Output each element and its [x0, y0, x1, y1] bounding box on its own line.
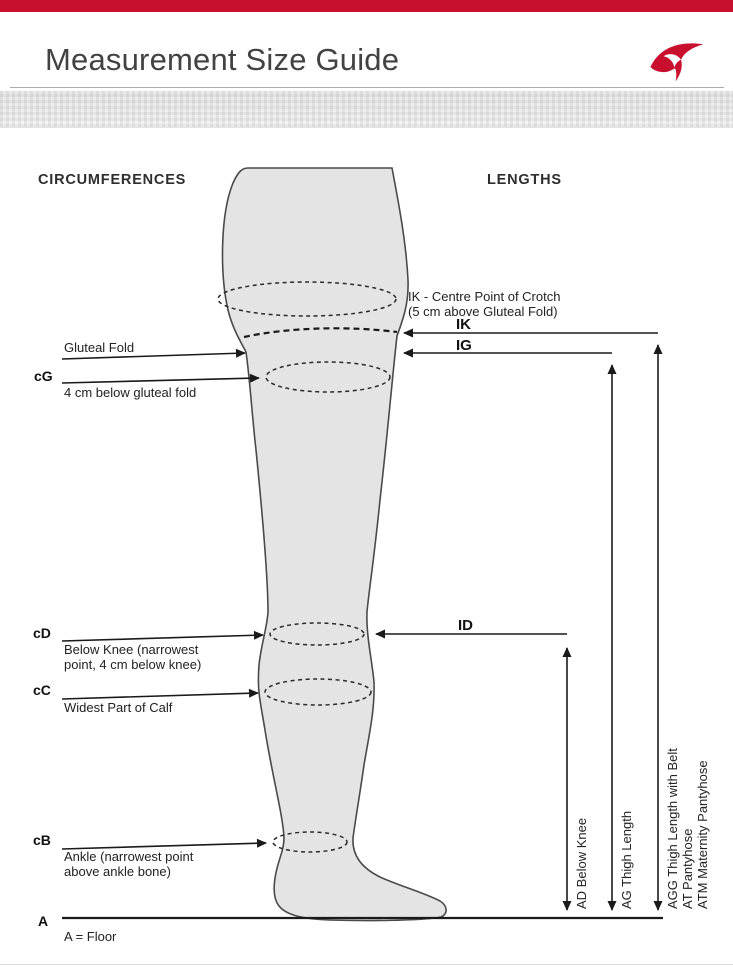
at-length-label: AT Pantyhose	[680, 829, 695, 909]
texture-band	[0, 91, 733, 128]
header-divider	[10, 87, 724, 88]
cg-description: 4 cm below gluteal fold	[64, 385, 196, 400]
cd-circumference-mark	[269, 622, 365, 646]
cd-arrow	[61, 630, 264, 642]
cb-description-line1: Ankle (narrowest point	[64, 849, 194, 864]
cd-description-line2: point, 4 cm below knee)	[64, 657, 201, 672]
ad-length-label: AD Below Knee	[574, 818, 589, 909]
gluteal-fold-label: Gluteal Fold	[64, 340, 134, 355]
page-title: Measurement Size Guide	[45, 42, 400, 77]
ig-code: IG	[456, 337, 472, 354]
cb-code: cB	[33, 832, 51, 848]
cg-code: cG	[34, 368, 53, 384]
hip-circumference-mark	[217, 281, 397, 317]
swallow-logo-icon	[650, 43, 704, 82]
lengths-heading: LENGTHS	[487, 172, 562, 188]
gluteal-fold-arrow	[61, 348, 246, 360]
top-red-bar	[0, 0, 733, 12]
cd-code: cD	[33, 625, 51, 641]
page-bottom-rule	[0, 964, 733, 965]
cd-description-line1: Below Knee (narrowest	[64, 642, 199, 657]
agg-length-label: AGG Thigh Length with Belt	[665, 748, 680, 909]
cb-circumference-mark	[272, 831, 348, 853]
ik-code: IK	[456, 316, 471, 333]
floor-label: A = Floor	[64, 929, 117, 944]
circumferences-heading: CIRCUMFERENCES	[38, 172, 186, 188]
cc-description: Widest Part of Calf	[64, 700, 173, 715]
id-code: ID	[458, 617, 473, 634]
ag-length-label: AG Thigh Length	[619, 811, 634, 909]
cc-code: cC	[33, 682, 51, 698]
cb-arrow	[61, 838, 267, 850]
cg-circumference-mark	[265, 361, 391, 393]
leg-illustration	[221, 167, 447, 922]
cg-arrow	[61, 373, 260, 384]
ik-note-line1: IK - Centre Point of Crotch	[408, 289, 560, 304]
atm-length-label: ATM Maternity Pantyhose	[695, 760, 710, 909]
cc-circumference-mark	[264, 678, 372, 706]
cb-description-line2: above ankle bone)	[64, 864, 171, 879]
a-code: A	[38, 913, 48, 929]
ik-note-line2: (5 cm above Gluteal Fold)	[408, 304, 558, 319]
cc-arrow	[61, 688, 259, 700]
